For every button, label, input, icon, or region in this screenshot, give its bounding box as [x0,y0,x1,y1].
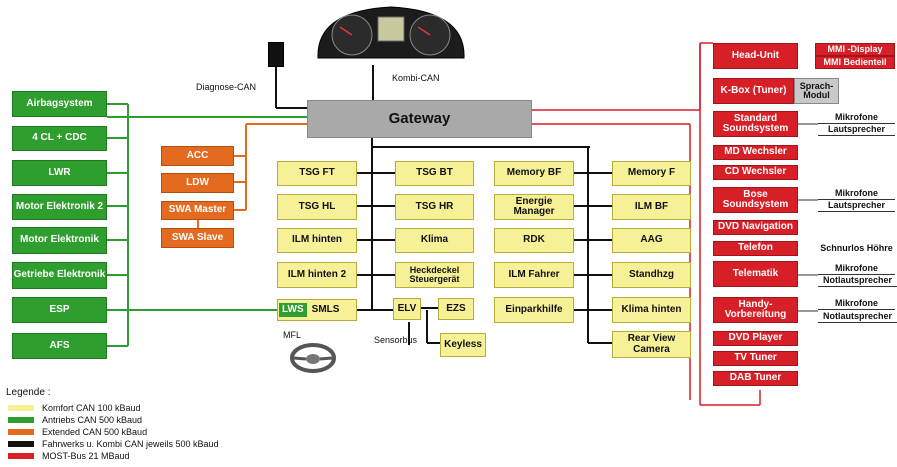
legend-swatch [8,429,34,435]
legend-item-antriebs: Antriebs CAN 500 kBaud [8,415,142,425]
node-einparkhilfe: Einparkhilfe [494,297,574,323]
side-connectors [798,123,818,312]
kombi-instrument-cluster-icon [317,6,465,59]
node-ldw: LDW [161,173,234,193]
legend-item-extended: Extended CAN 500 kBaud [8,427,147,437]
node-lwr: LWR [12,160,107,186]
node-ilm-bf: ILM BF [612,194,691,220]
node-ilm-fahrer: ILM Fahrer [494,262,574,288]
node-tsg-ft: TSG FT [277,161,357,186]
telematik-notlautsprecher: Notlautsprecher [818,275,897,287]
legend-item-komfort: Komfort CAN 100 kBaud [8,403,141,413]
legend-swatch [8,417,34,423]
node-mmi-display: MMI -Display [815,43,895,56]
bose-lautsprecher: Lautsprecher [818,200,895,212]
node-keyless: Keyless [440,333,486,357]
node-mmi-bedienteil: MMI Bedienteil [815,56,895,69]
handy-mikrofone: Mikrofone [818,298,895,310]
fahrwerks-can-lines [275,65,612,345]
node-rdk: RDK [494,228,574,253]
node-memory-f: Memory F [612,161,691,186]
node-rear-view-camera: Rear View Camera [612,331,691,358]
node-tsg-hl: TSG HL [277,194,357,220]
node-klima-hinten: Klima hinten [612,297,691,323]
node-4cl-cdc: 4 CL + CDC [12,126,107,151]
node-handy-vorbereitung: Handy-Vorbereitung [713,297,798,323]
standard-mikrofone: Mikrofone [818,112,895,124]
node-swa-slave: SWA Slave [161,228,234,248]
node-dvd-player: DVD Player [713,331,798,346]
node-afs: AFS [12,333,107,359]
node-ilm-hinten: ILM hinten [277,228,357,253]
steering-wheel-icon [290,343,336,373]
standard-lautsprecher: Lautsprecher [818,124,895,136]
legend-swatch [8,405,34,411]
diagnose-connector-icon [268,42,284,67]
node-cd-wechsler: CD Wechsler [713,165,798,180]
mfl-label: MFL [283,330,301,340]
node-energie-manager: Energie Manager [494,194,574,220]
node-esp: ESP [12,297,107,323]
node-tv-tuner: TV Tuner [713,351,798,366]
antriebs-can-lines [107,103,307,347]
legend-item-fahrwerks: Fahrwerks u. Kombi CAN jeweils 500 kBaud [8,439,219,449]
legend-title: Legende : [6,387,51,398]
node-dvd-navigation: DVD Navigation [713,220,798,235]
node-airbagsystem: Airbagsystem [12,91,107,117]
legend-swatch [8,453,34,459]
lws-label: LWS [279,302,307,318]
diagnose-can-label: Diagnose-CAN [196,82,257,92]
node-ilm-hinten-2: ILM hinten 2 [277,262,357,288]
node-md-wechsler: MD Wechsler [713,145,798,160]
telematik-mikrofone: Mikrofone [818,263,895,275]
handy-notlautsprecher: Notlautsprecher [818,311,897,323]
kombi-can-label: Kombi-CAN [392,73,440,83]
extended-can-lines [197,123,307,228]
node-elv: ELV [393,298,421,320]
node-lws-smls: LWS SMLS [277,299,357,321]
node-motor-elektronik: Motor Elektronik [12,227,107,254]
node-telematik: Telematik [713,261,798,287]
legend-item-most: MOST-Bus 21 MBaud [8,451,130,461]
node-dab-tuner: DAB Tuner [713,371,798,386]
legend-swatch [8,441,34,447]
gateway: Gateway [307,100,532,138]
node-k-box-tuner: K-Box (Tuner) [713,78,794,104]
node-memory-bf: Memory BF [494,161,574,186]
bose-mikrofone: Mikrofone [818,188,895,200]
node-klima: Klima [395,228,474,253]
node-standard-soundsystem: Standard Soundsystem [713,111,798,137]
node-aag: AAG [612,228,691,253]
node-tsg-bt: TSG BT [395,161,474,186]
node-tsg-hr: TSG HR [395,194,474,220]
node-head-unit: Head-Unit [713,43,798,69]
node-motor-elektronik-2: Motor Elektronik 2 [12,194,107,220]
node-swa-master: SWA Master [161,201,234,220]
schnurlos-hoehre: Schnurlos Höhre [816,242,897,255]
node-sprach-modul: Sprach-Modul [794,78,839,104]
node-telefon: Telefon [713,241,798,256]
node-standhzg: Standhzg [612,262,691,288]
node-bose-soundsystem: Bose Soundsystem [713,187,798,213]
node-acc: ACC [161,146,234,166]
node-getriebe-elektronik: Getriebe Elektronik [12,262,107,289]
node-heckdeckel-steuergeraet: Heckdeckel Steuergerät [395,262,474,288]
smls-label: SMLS [311,303,340,315]
sensorbus-label: Sensorbus [374,335,418,345]
node-ezs: EZS [438,298,474,320]
